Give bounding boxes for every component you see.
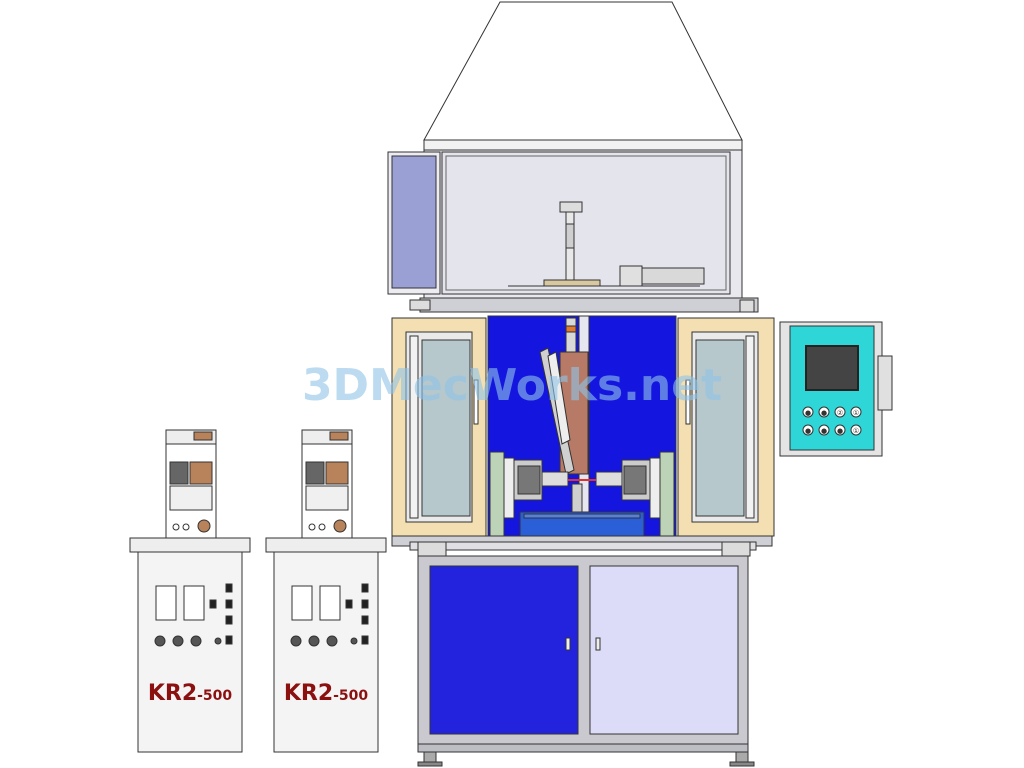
switch <box>345 599 353 609</box>
left-door <box>391 317 487 537</box>
cabinet-body <box>137 551 243 753</box>
power-cabinet: KR2-500 <box>129 429 251 753</box>
right-foot <box>735 751 749 763</box>
model-suffix: -500 <box>197 688 232 704</box>
indicator-light <box>172 635 184 647</box>
hood-top-band <box>423 139 743 151</box>
switch <box>225 615 233 625</box>
switch <box>209 599 217 609</box>
panel-button-glyph: ② <box>837 409 843 417</box>
meter-left <box>155 585 177 621</box>
panel-button-glyph: ● <box>805 409 811 417</box>
right-chuck <box>595 451 675 541</box>
left-chuck <box>489 451 569 541</box>
panel-button <box>802 424 814 436</box>
indicator-light <box>326 635 338 647</box>
panel-button-glyph: ① <box>853 409 859 417</box>
control-panel: ● ● ② ① ● ● ● ① <box>779 321 893 457</box>
indicator-light <box>190 635 202 647</box>
cabinet-top <box>129 537 251 553</box>
switch <box>361 599 369 609</box>
power-cabinet: KR2-500 <box>265 429 387 753</box>
meter-right <box>319 585 341 621</box>
panel-button-glyph: ● <box>821 427 827 435</box>
cabinet-top <box>265 537 387 553</box>
left-foot <box>423 751 437 763</box>
indicator-light <box>154 635 166 647</box>
switch <box>361 615 369 625</box>
indicator-light <box>290 635 302 647</box>
panel-button <box>850 424 862 436</box>
main-machine: ● ● ② ① ● ● ● ① <box>387 1 893 767</box>
model-name: KR2 <box>284 681 333 706</box>
panel-button <box>818 406 830 418</box>
model-suffix: -500 <box>333 688 368 704</box>
model-label: KR2-500 <box>284 681 369 706</box>
watermark: 3DMecWorks.net <box>302 360 722 411</box>
meter-right <box>183 585 205 621</box>
hmi-screen <box>805 345 859 391</box>
indicator-light <box>350 637 358 645</box>
panel-button <box>834 424 846 436</box>
exhaust-hood <box>423 1 743 141</box>
welding-head <box>539 317 589 475</box>
model-name: KR2 <box>148 681 197 706</box>
panel-button <box>818 424 830 436</box>
switch <box>225 635 233 645</box>
indicator-light <box>214 637 222 645</box>
switch <box>361 635 369 645</box>
panel-button-glyph: ● <box>805 427 811 435</box>
panel-button-glyph: ① <box>853 427 859 435</box>
switch <box>225 583 233 593</box>
switch <box>361 583 369 593</box>
cabinet-body <box>273 551 379 753</box>
chamber-top-frame <box>419 297 759 313</box>
panel-button-glyph: ● <box>821 409 827 417</box>
panel-button <box>802 406 814 418</box>
panel-button <box>834 406 846 418</box>
right-door <box>677 317 775 537</box>
model-label: KR2-500 <box>148 681 233 706</box>
switch <box>225 599 233 609</box>
meter-left <box>291 585 313 621</box>
indicator-light <box>308 635 320 647</box>
panel-button-glyph: ● <box>837 427 843 435</box>
panel-button <box>850 406 862 418</box>
upper-mechanism <box>508 201 705 287</box>
